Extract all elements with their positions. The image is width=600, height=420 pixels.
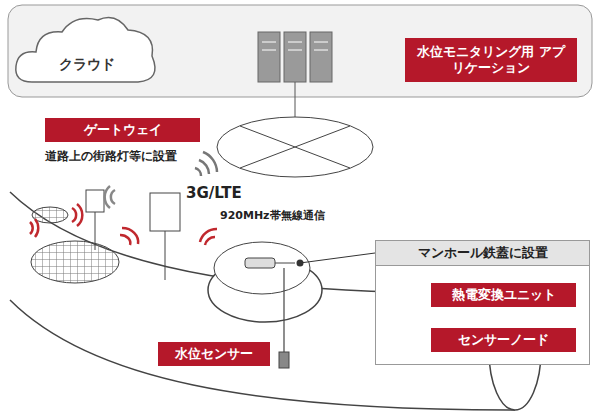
label-box: センサーノード [431, 328, 576, 352]
cloud-shape: クラウド [12, 10, 162, 90]
annotation-label: 3G/LTE [186, 184, 242, 202]
label-box: 水位センサー [158, 342, 270, 366]
label-box: 熱電変換ユニット [431, 283, 576, 307]
group-panel: マンホール鉄蓋に設置熱電変換ユニットセンサーノード [375, 240, 590, 365]
node-text: 水位センサー [175, 346, 253, 362]
server-icons [258, 32, 332, 82]
network-ellipse [217, 117, 373, 177]
annotation-label: 920MHz帯無線通信 [220, 208, 325, 223]
node-text: センサーノード [458, 332, 549, 348]
node-text: 水位モニタリング用 アプリケーション [411, 44, 571, 77]
manhole-cover [31, 241, 119, 283]
node-text: マンホール鉄蓋に設置 [376, 241, 589, 266]
label-box: 水位モニタリング用 アプリケーション [405, 38, 577, 82]
label-box: ゲートウェイ [45, 118, 200, 142]
node-text: ゲートウェイ [84, 122, 162, 138]
street-light [86, 190, 180, 280]
node-text: 熱電変換ユニット [452, 287, 556, 303]
leader-line [300, 253, 375, 263]
annotation-label: 道路上の街路灯等に設置 [45, 148, 177, 165]
cloud-outline [12, 10, 162, 90]
leader-dot [297, 260, 304, 267]
node-text: クラウド [59, 56, 115, 74]
network-link [295, 82, 296, 117]
cloud-band [8, 5, 592, 97]
